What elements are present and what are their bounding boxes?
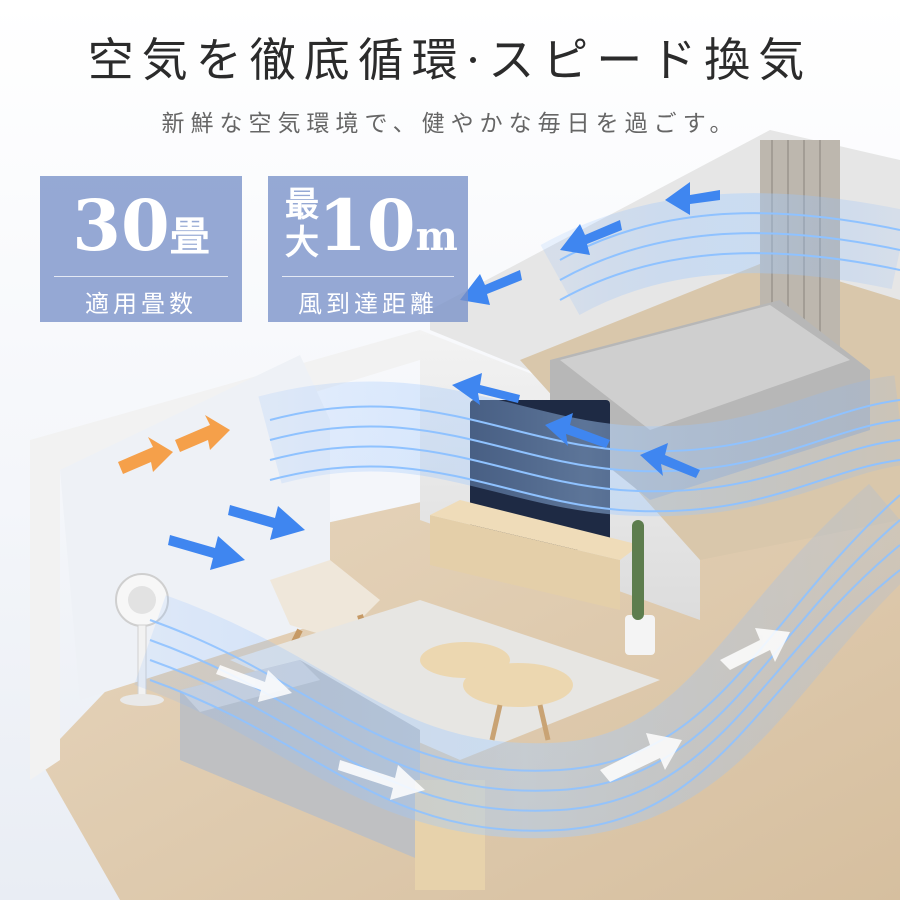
badge-divider	[54, 276, 228, 277]
airflow-bands	[133, 193, 900, 839]
badge-divider	[282, 276, 454, 277]
white-arrows	[216, 628, 790, 800]
badge-room-size-number: 30	[72, 184, 170, 267]
cool-arrow-8	[665, 182, 720, 215]
cool-arrow-4	[545, 413, 610, 448]
rug	[230, 600, 660, 760]
badge-wind-distance-label: 風到達距離	[298, 290, 438, 318]
badge-wind-distance-number: 10	[318, 184, 416, 267]
white-arrow-2	[600, 733, 682, 782]
white-arrow-3	[720, 628, 790, 670]
cool-arrow-1	[168, 535, 245, 570]
white-arrow-4	[216, 665, 292, 702]
warm-arrows	[118, 415, 230, 474]
cool-arrow-7	[460, 270, 522, 305]
badge-wind-distance-value-group: 最 大 10m	[268, 186, 468, 266]
badge-wind-distance: 最 大 10m 風到達距離	[268, 176, 468, 322]
tv-console	[430, 515, 620, 610]
badge-room-size-value-group: 30畳	[40, 186, 242, 266]
chair	[270, 560, 380, 640]
badge-room-size-unit: 畳	[169, 213, 210, 260]
plant-pot	[625, 615, 655, 655]
white-arrow-1	[338, 760, 425, 800]
cool-arrow-6	[560, 220, 622, 255]
badge-prefix-top: 最	[285, 185, 319, 225]
badge-wind-distance-unit: m	[415, 213, 458, 260]
cool-arrows	[168, 182, 720, 570]
warm-arrow-1	[175, 415, 230, 452]
coffee-table-2	[463, 663, 573, 707]
badge-prefix-bottom: 大	[285, 223, 319, 263]
warm-arrow-2	[118, 437, 173, 474]
cool-arrow-5	[640, 443, 700, 478]
cool-arrow-3	[452, 373, 520, 405]
badge-room-size-label: 適用畳数	[85, 290, 197, 318]
subline: 新鮮な空気環境で、健やかな毎日を過ごす。	[161, 111, 739, 137]
headline: 空気を徹底循環·スピード換気	[87, 33, 813, 87]
cactus	[632, 520, 644, 620]
badge-wind-distance-prefix: 最 大	[282, 186, 322, 262]
badge-room-size: 30畳 適用畳数	[40, 176, 242, 322]
cool-arrow-2	[228, 505, 305, 540]
